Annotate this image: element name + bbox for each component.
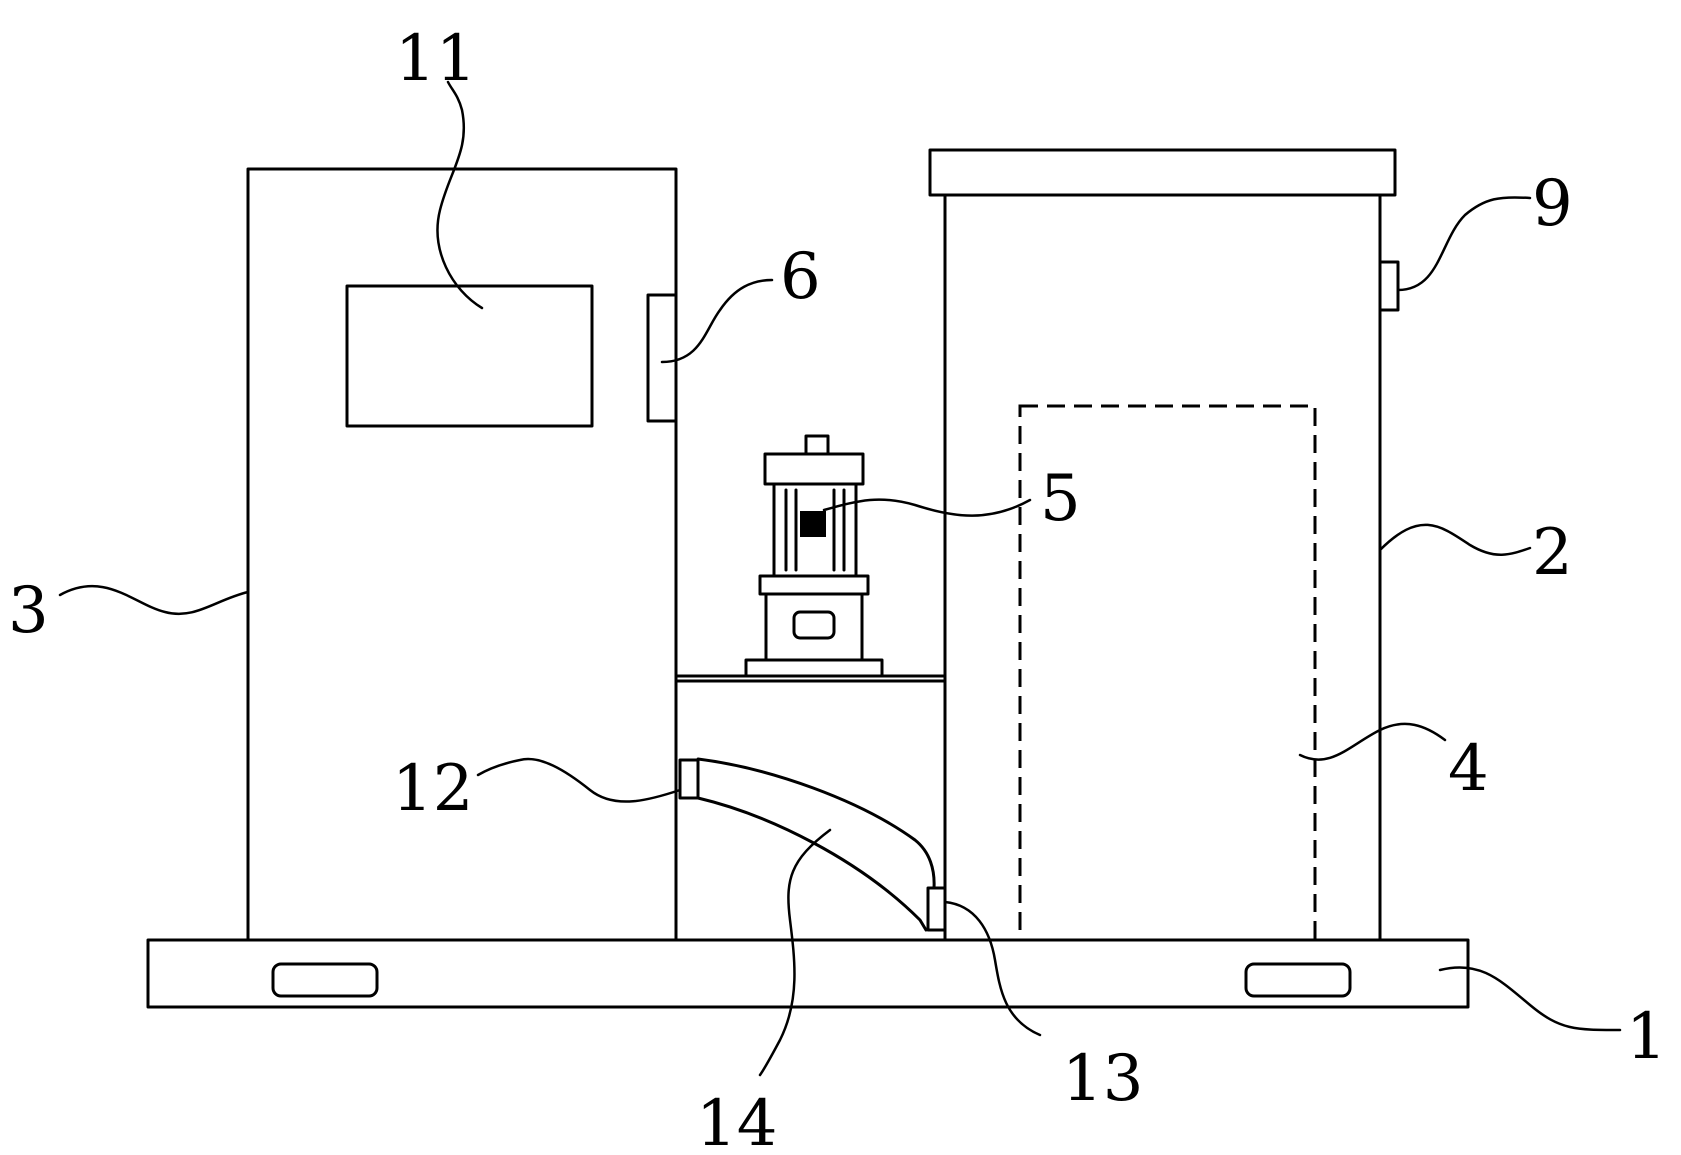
pipe-lower-joint: [926, 886, 947, 932]
base-plate: [146, 938, 1470, 1009]
cabinet-window: [345, 284, 594, 428]
label-pipe-lower-joint: 13: [1062, 1042, 1143, 1116]
side-component-box: [646, 293, 678, 423]
cabinet-lid: [928, 148, 1397, 197]
pipe-upper-joint: [678, 758, 700, 800]
label-right-cabinet: 2: [1532, 516, 1573, 590]
label-side-fitting: 9: [1532, 167, 1573, 241]
side-fitting-box: [1378, 260, 1400, 312]
label-inner-chamber: 4: [1448, 732, 1489, 806]
label-pipe: 14: [696, 1087, 777, 1155]
discharge-pipe: [678, 757, 947, 932]
part-labels: 11 6 9 5 2 3 4 12 13 14 1: [8, 22, 1667, 1155]
label-pipe-upper-joint: 12: [392, 752, 473, 826]
leader-lines: [58, 80, 1622, 1077]
motor-assembly: [744, 434, 884, 678]
left-cabinet: [246, 167, 678, 942]
inner-chamber-outline: [1018, 404, 1317, 942]
label-window: 11: [395, 22, 476, 96]
label-left-cabinet: 3: [8, 574, 49, 648]
label-motor: 5: [1040, 462, 1081, 536]
right-cabinet: [928, 148, 1400, 942]
label-base: 1: [1626, 1000, 1667, 1074]
label-side-component: 6: [780, 240, 821, 314]
